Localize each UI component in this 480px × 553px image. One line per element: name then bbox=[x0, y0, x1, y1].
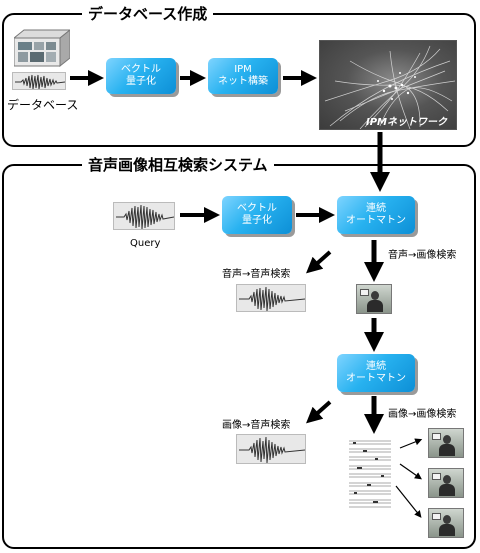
vq-box-db-line1: ベクトル bbox=[121, 64, 161, 75]
image-result-thumbnail-3 bbox=[428, 468, 464, 498]
feature-sequence-graphic bbox=[349, 440, 391, 508]
database-waveform bbox=[12, 72, 66, 90]
image-to-image-label: 画像→画像検索 bbox=[388, 409, 457, 420]
ipm-network-label: IPMネットワーク bbox=[366, 117, 448, 128]
continuous-automaton-box-1: 連続 オートマトン bbox=[337, 196, 415, 234]
automaton-2-line1: 連続 bbox=[366, 361, 386, 372]
image-result-thumbnail-1 bbox=[356, 284, 392, 314]
image-to-audio-label: 画像→音声検索 bbox=[222, 420, 291, 431]
vq-box-db-line2: 量子化 bbox=[126, 76, 156, 87]
image-result-thumbnail-2 bbox=[428, 428, 464, 458]
audio-result-waveform-1-graphic bbox=[239, 286, 305, 311]
vq-box-search-line1: ベクトル bbox=[237, 203, 277, 214]
ipm-network-image: IPMネットワーク bbox=[319, 40, 457, 130]
ipm-box-line1: IPM bbox=[234, 64, 252, 75]
image-result-thumbnail-4 bbox=[428, 508, 464, 538]
automaton-1-line2: オートマトン bbox=[346, 215, 406, 226]
database-panel-title: データベース作成 bbox=[82, 5, 214, 23]
ipm-box-line2: ネット構築 bbox=[218, 76, 268, 87]
vector-quantization-box-db: ベクトル 量子化 bbox=[106, 58, 176, 94]
continuous-automaton-box-2: 連続 オートマトン bbox=[337, 354, 415, 392]
audio-to-image-label: 音声→画像検索 bbox=[388, 250, 457, 261]
ipm-network-graphic bbox=[324, 45, 456, 129]
query-label: Query bbox=[130, 238, 161, 249]
audio-to-audio-label: 音声→音声検索 bbox=[222, 269, 291, 280]
ipm-net-build-box: IPM ネット構築 bbox=[208, 58, 278, 94]
vector-quantization-box-search: ベクトル 量子化 bbox=[222, 196, 292, 234]
query-waveform-graphic bbox=[116, 204, 174, 229]
vq-box-search-line2: 量子化 bbox=[242, 215, 272, 226]
feature-sequence-document bbox=[345, 437, 395, 511]
search-panel-title: 音声画像相互検索システム bbox=[82, 156, 274, 174]
query-waveform bbox=[113, 202, 175, 230]
audio-result-waveform-2-graphic bbox=[239, 436, 305, 463]
audio-result-waveform-2 bbox=[236, 434, 306, 464]
database-label: データベース bbox=[7, 98, 79, 112]
database-image bbox=[12, 28, 72, 68]
automaton-1-line1: 連続 bbox=[366, 203, 386, 214]
audio-result-waveform-1 bbox=[236, 284, 306, 312]
automaton-2-line2: オートマトン bbox=[346, 373, 406, 384]
database-waveform-graphic bbox=[15, 74, 65, 89]
